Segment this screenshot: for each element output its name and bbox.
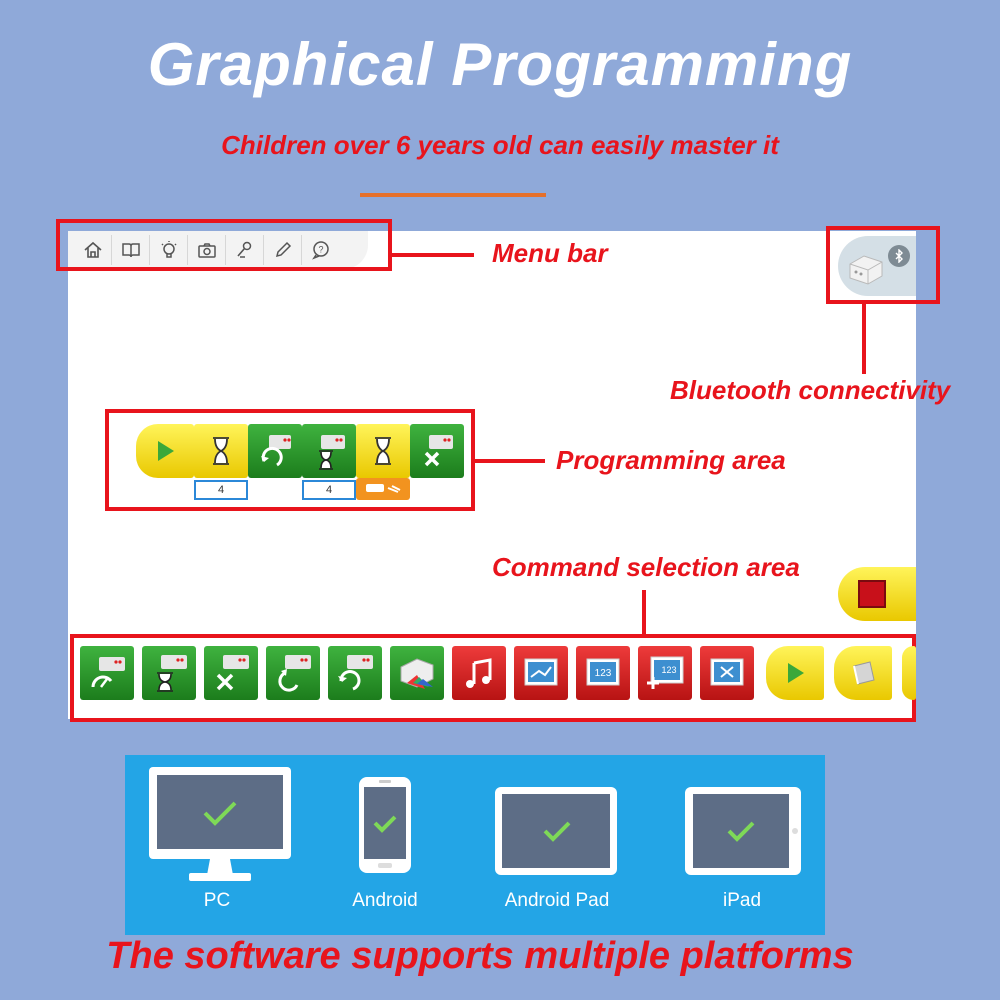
bluetooth-label: Bluetooth connectivity [670,375,951,405]
bluetooth-highlight [826,226,940,304]
light-block[interactable] [390,646,444,700]
monitor-icon [149,767,291,881]
divider [360,193,546,197]
stop-x-icon [424,435,453,467]
light-icon [400,658,434,689]
menu-bar-pointer [392,253,474,257]
microphone-icon[interactable] [226,235,264,265]
pencil-icon[interactable] [264,235,302,265]
svg-text:123: 123 [661,665,676,675]
display-number-block[interactable]: 123 [576,646,630,700]
rotate-left-icon [278,655,311,692]
platforms-panel: PC Android Android Pad iPad [125,755,825,935]
start-block[interactable] [136,424,194,478]
motor-rotate-block[interactable] [248,424,302,478]
menu-bar-highlight [56,219,392,271]
svg-text:123: 123 [595,668,612,679]
clear-display-block[interactable] [700,646,754,700]
bluetooth-pointer [862,304,866,374]
page-title: Graphical Programming [147,31,853,98]
hourglass-icon [213,437,229,465]
hourglass-icon [319,435,345,470]
add-number-block[interactable]: 123 [638,646,692,700]
motor-right-block[interactable] [328,646,382,700]
programming-area-label: Programming area [556,445,786,475]
wait-block[interactable] [194,424,248,478]
book-icon[interactable] [112,235,150,265]
page-subtitle: Children over 6 years old can easily mas… [221,130,779,160]
platform-label-pc: PC [203,890,231,911]
music-icon [466,658,492,688]
motor-time-block[interactable] [302,424,356,478]
motor-off-block[interactable] [204,646,258,700]
start-block[interactable] [766,646,824,700]
platform-label-android: Android [352,890,418,911]
platform-label-android-pad: Android Pad [504,890,610,911]
motor-time-block[interactable] [142,646,196,700]
platform-label-ipad: iPad [722,890,762,911]
motor-stop-block[interactable] [410,424,464,478]
bluetooth-icon [888,245,910,267]
sound-block[interactable] [452,646,506,700]
tablet-icon [495,787,617,875]
svg-text:?: ? [318,245,323,255]
home-icon[interactable] [74,235,112,265]
help-bubble-icon[interactable]: ? [302,235,340,265]
motor-left-block[interactable] [266,646,320,700]
key-block[interactable] [834,646,892,700]
camera-icon[interactable] [188,235,226,265]
rotate-right-icon [338,655,373,691]
phone-icon [359,777,411,873]
add-number-icon: 123 [647,656,684,689]
partial-block[interactable] [902,646,916,700]
motor-power-block[interactable] [80,646,134,700]
programming-area-highlight [105,409,475,511]
hourglass-icon [157,655,187,692]
bluetooth-hub-icon [849,255,883,285]
play-icon [158,441,174,461]
command-area-label: Command selection area [492,552,800,582]
clear-icon [710,658,744,686]
play-icon [788,663,804,683]
rotate-right-icon [261,435,291,467]
wait-block-2[interactable] [356,424,410,478]
sensor-input-tab[interactable] [356,478,410,500]
motor-time-input[interactable]: 4 [302,480,356,500]
menu-bar: ? [68,231,368,269]
wait-time-input[interactable]: 4 [194,480,248,500]
sensor-icon [366,484,401,493]
ipad-icon [685,787,801,875]
speed-icon [91,657,125,688]
number-icon: 123 [586,658,620,686]
stop-icon [858,580,886,608]
stop-x-icon [216,655,249,691]
footer-caption: The software supports multiple platforms [106,935,854,977]
display-image-block[interactable] [514,646,568,700]
key-icon [853,661,875,685]
programming-area-pointer [475,459,545,463]
lightbulb-icon[interactable] [150,235,188,265]
image-icon [524,658,558,686]
command-area-pointer [642,590,646,634]
menu-bar-label: Menu bar [492,238,608,268]
hourglass-icon [375,437,391,465]
